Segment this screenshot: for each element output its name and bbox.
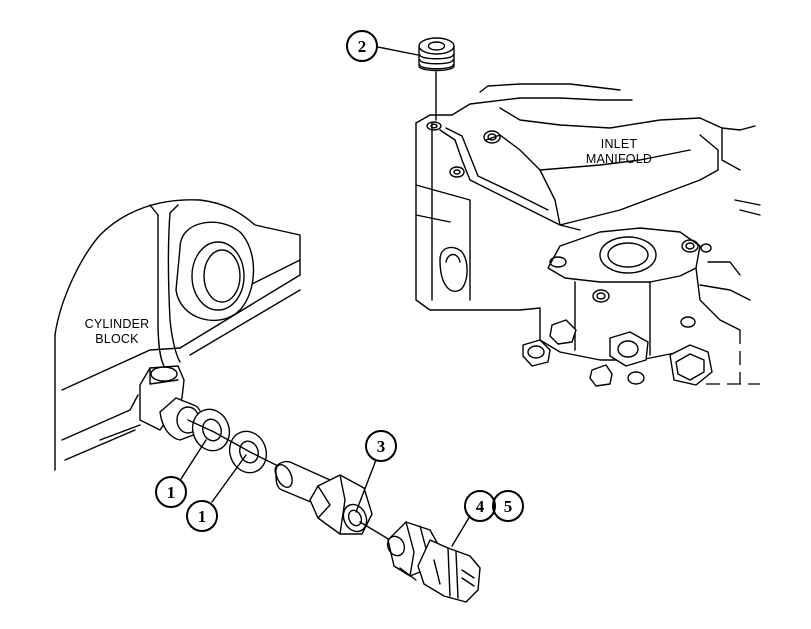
adapter-fitting-part [274,460,391,541]
callout-5: 5 [492,490,524,522]
callout-1-label: 1 [167,483,176,502]
cylinder-block-label-line-1: CYLINDER [85,317,150,331]
callout-2-label: 2 [358,37,367,56]
cylinder-block-label: CYLINDER BLOCK [85,317,150,346]
engine-block-drawing [415,83,761,387]
callout-1-label: 1 [198,507,207,526]
callout-2: 2 [346,30,378,62]
inlet-manifold-label-line-1: INLET [601,137,638,151]
cylinder-block-drawing [54,199,301,471]
callout-3: 3 [365,430,397,462]
callout-3-label: 3 [377,437,386,456]
callout-4: 4 [464,490,496,522]
leader-lines [180,46,471,547]
inlet-manifold-label-line-2: MANIFOLD [586,152,652,166]
sealing-washers-part [187,408,279,474]
callout-1-second-washer: 1 [186,500,218,532]
pressure-sensor-part [386,521,481,603]
inlet-manifold-label: INLET MANIFOLD [586,137,652,166]
callout-5-label: 5 [504,497,513,516]
callout-1-first-washer: 1 [155,476,187,508]
callout-4-label: 4 [476,497,485,516]
pipe-plug-part [418,37,455,121]
cylinder-block-label-line-2: BLOCK [95,332,139,346]
